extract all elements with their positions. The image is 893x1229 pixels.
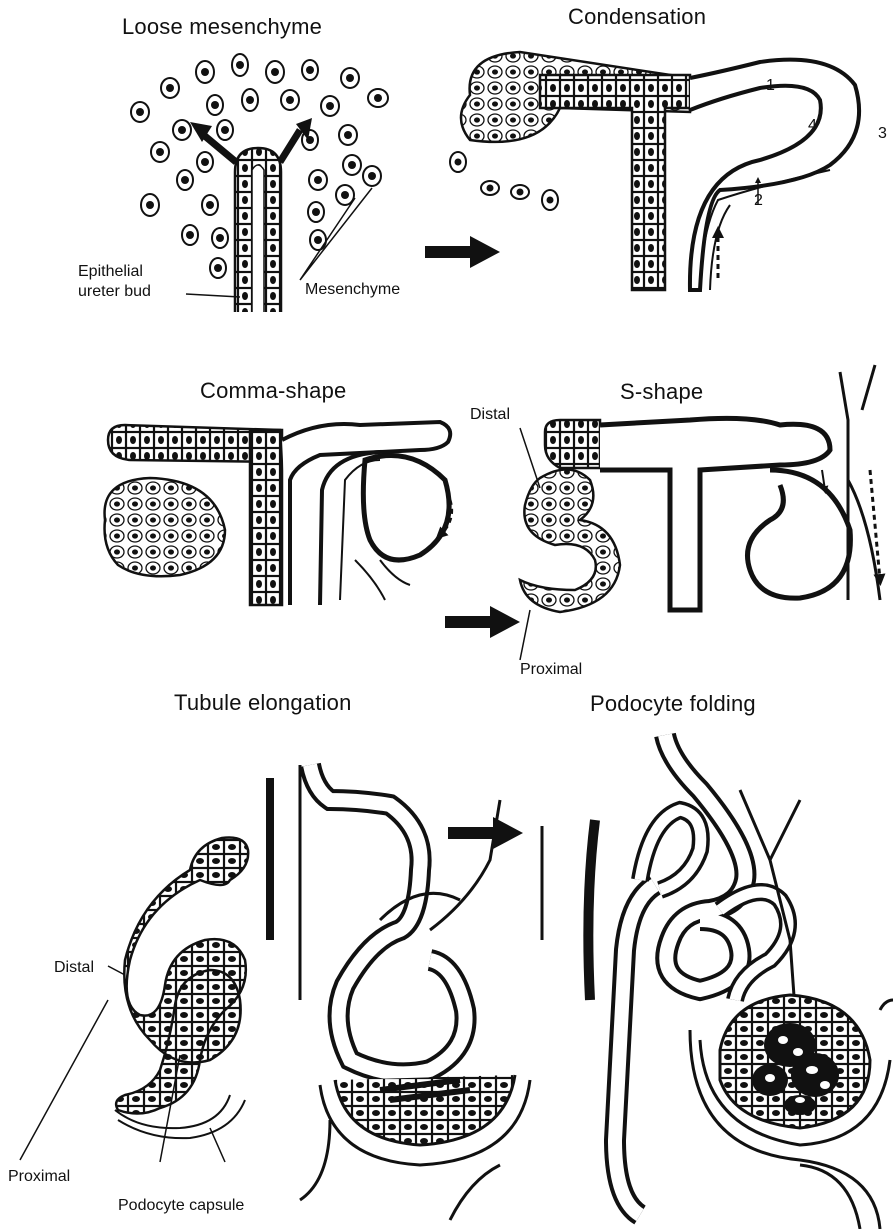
label-s-proximal: Proximal (520, 660, 582, 679)
stage-arrow (448, 817, 523, 849)
condensation-number-2: 2 (754, 192, 763, 210)
label-ureter-bud: ureter bud (78, 282, 151, 301)
comma-body (363, 456, 449, 561)
condensation-free-cells (450, 152, 558, 210)
title-podocyte-folding: Podocyte folding (590, 691, 756, 717)
condensation-number-4: 4 (808, 117, 817, 135)
title-tubule-elongation: Tubule elongation (174, 690, 352, 716)
condensation-number-1: 1 (766, 77, 775, 95)
label-mesenchyme: Mesenchyme (305, 280, 400, 299)
title-condensation: Condensation (568, 4, 706, 30)
label-elongation-proximal: Proximal (8, 1167, 70, 1186)
stage-arrow (445, 606, 520, 638)
title-s-shape: S-shape (620, 379, 703, 405)
condensation-panel (450, 52, 859, 290)
comma-cluster (105, 478, 225, 576)
loose-mesenchyme-panel (131, 54, 388, 312)
label-podocyte-capsule: Podocyte capsule (118, 1196, 244, 1215)
s-shape-panel (520, 365, 880, 660)
label-s-distal: Distal (470, 405, 510, 424)
comma-shape-panel (105, 422, 452, 605)
condensation-number-3: 3 (878, 125, 887, 143)
s-body (520, 469, 620, 612)
label-epithelial: Epithelial (78, 262, 143, 281)
label-elongation-distal: Distal (54, 958, 94, 977)
elongation-tubule-left (116, 838, 248, 1114)
podocyte-folding-panel (588, 735, 893, 1229)
ureter-bud (235, 148, 281, 312)
ureter-bud-branch (540, 75, 690, 290)
stage-arrow (425, 236, 500, 268)
title-comma-shape: Comma-shape (200, 378, 346, 404)
s-capsule (748, 470, 851, 598)
title-loose-mesenchyme: Loose mesenchyme (122, 14, 322, 40)
